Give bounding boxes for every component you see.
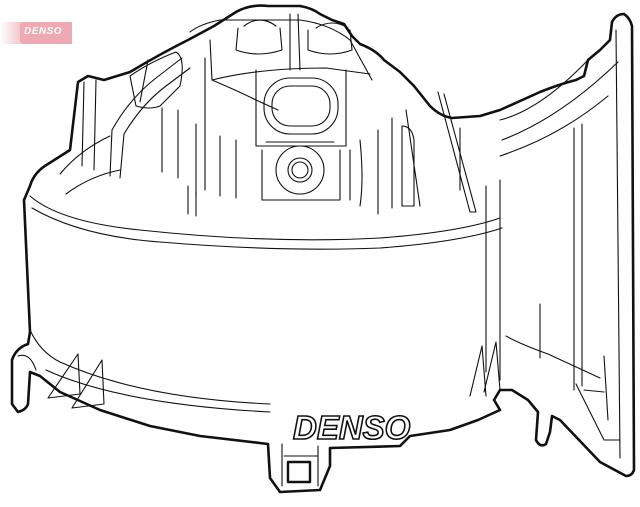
side-ribs [187,91,477,217]
bottom-clip [281,443,319,487]
round-port [261,145,341,201]
clip-window [286,460,312,484]
scroll-housing [499,29,621,459]
mounting-fins [17,341,501,409]
watermark-plate [20,22,72,44]
connector-oval [255,69,347,147]
outer-silhouette [10,4,636,494]
motor-drum [29,179,503,413]
top-housing [59,19,373,197]
watermark-text: DENSO [24,26,63,37]
denso-brand-label: DENSO [292,408,411,447]
top-bosses [235,13,353,71]
watermark-logo: DENSO [0,22,72,44]
